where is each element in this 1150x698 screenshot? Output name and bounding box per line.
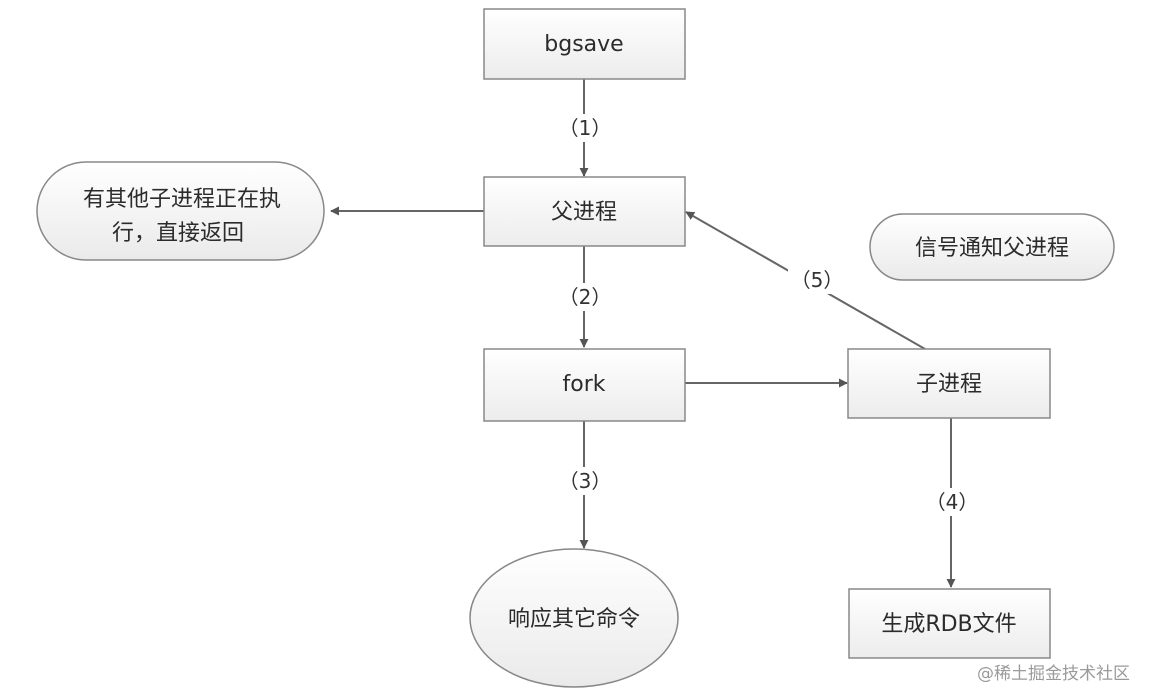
signal-parent-label: 信号通知父进程 [915,236,1069,261]
bgsave-label: bgsave [544,32,623,57]
fork-label: fork [563,372,606,397]
respond-other-commands-label: 响应其它命令 [508,607,640,632]
generate-rdb-label: 生成RDB文件 [881,612,1016,637]
fork-node: fork [483,348,686,422]
bgsave-node: bgsave [483,8,686,80]
step-1-label: （1） [559,116,612,140]
generate-rdb-node: 生成RDB文件 [848,588,1051,659]
step-2-label: （2） [559,285,612,309]
parent-process-node: 父进程 [483,176,686,247]
signal-parent-node: 信号通知父进程 [869,213,1115,281]
busy-return-label-line2: 行，直接返回 [112,221,244,246]
respond-other-commands-node: 响应其它命令 [469,548,679,688]
parent-process-label: 父进程 [551,200,617,225]
child-process-label: 子进程 [916,372,982,397]
child-process-node: 子进程 [847,348,1051,419]
busy-return-label-line1: 有其他子进程正在执 [83,187,281,212]
busy-return-node: 有其他子进程正在执 行，直接返回 [36,161,325,261]
step-3-label: （3） [559,469,612,493]
step-4-label: （4） [926,490,979,514]
step-5-label: （5） [791,268,844,292]
watermark: @稀土掘金技术社区 [977,664,1130,684]
